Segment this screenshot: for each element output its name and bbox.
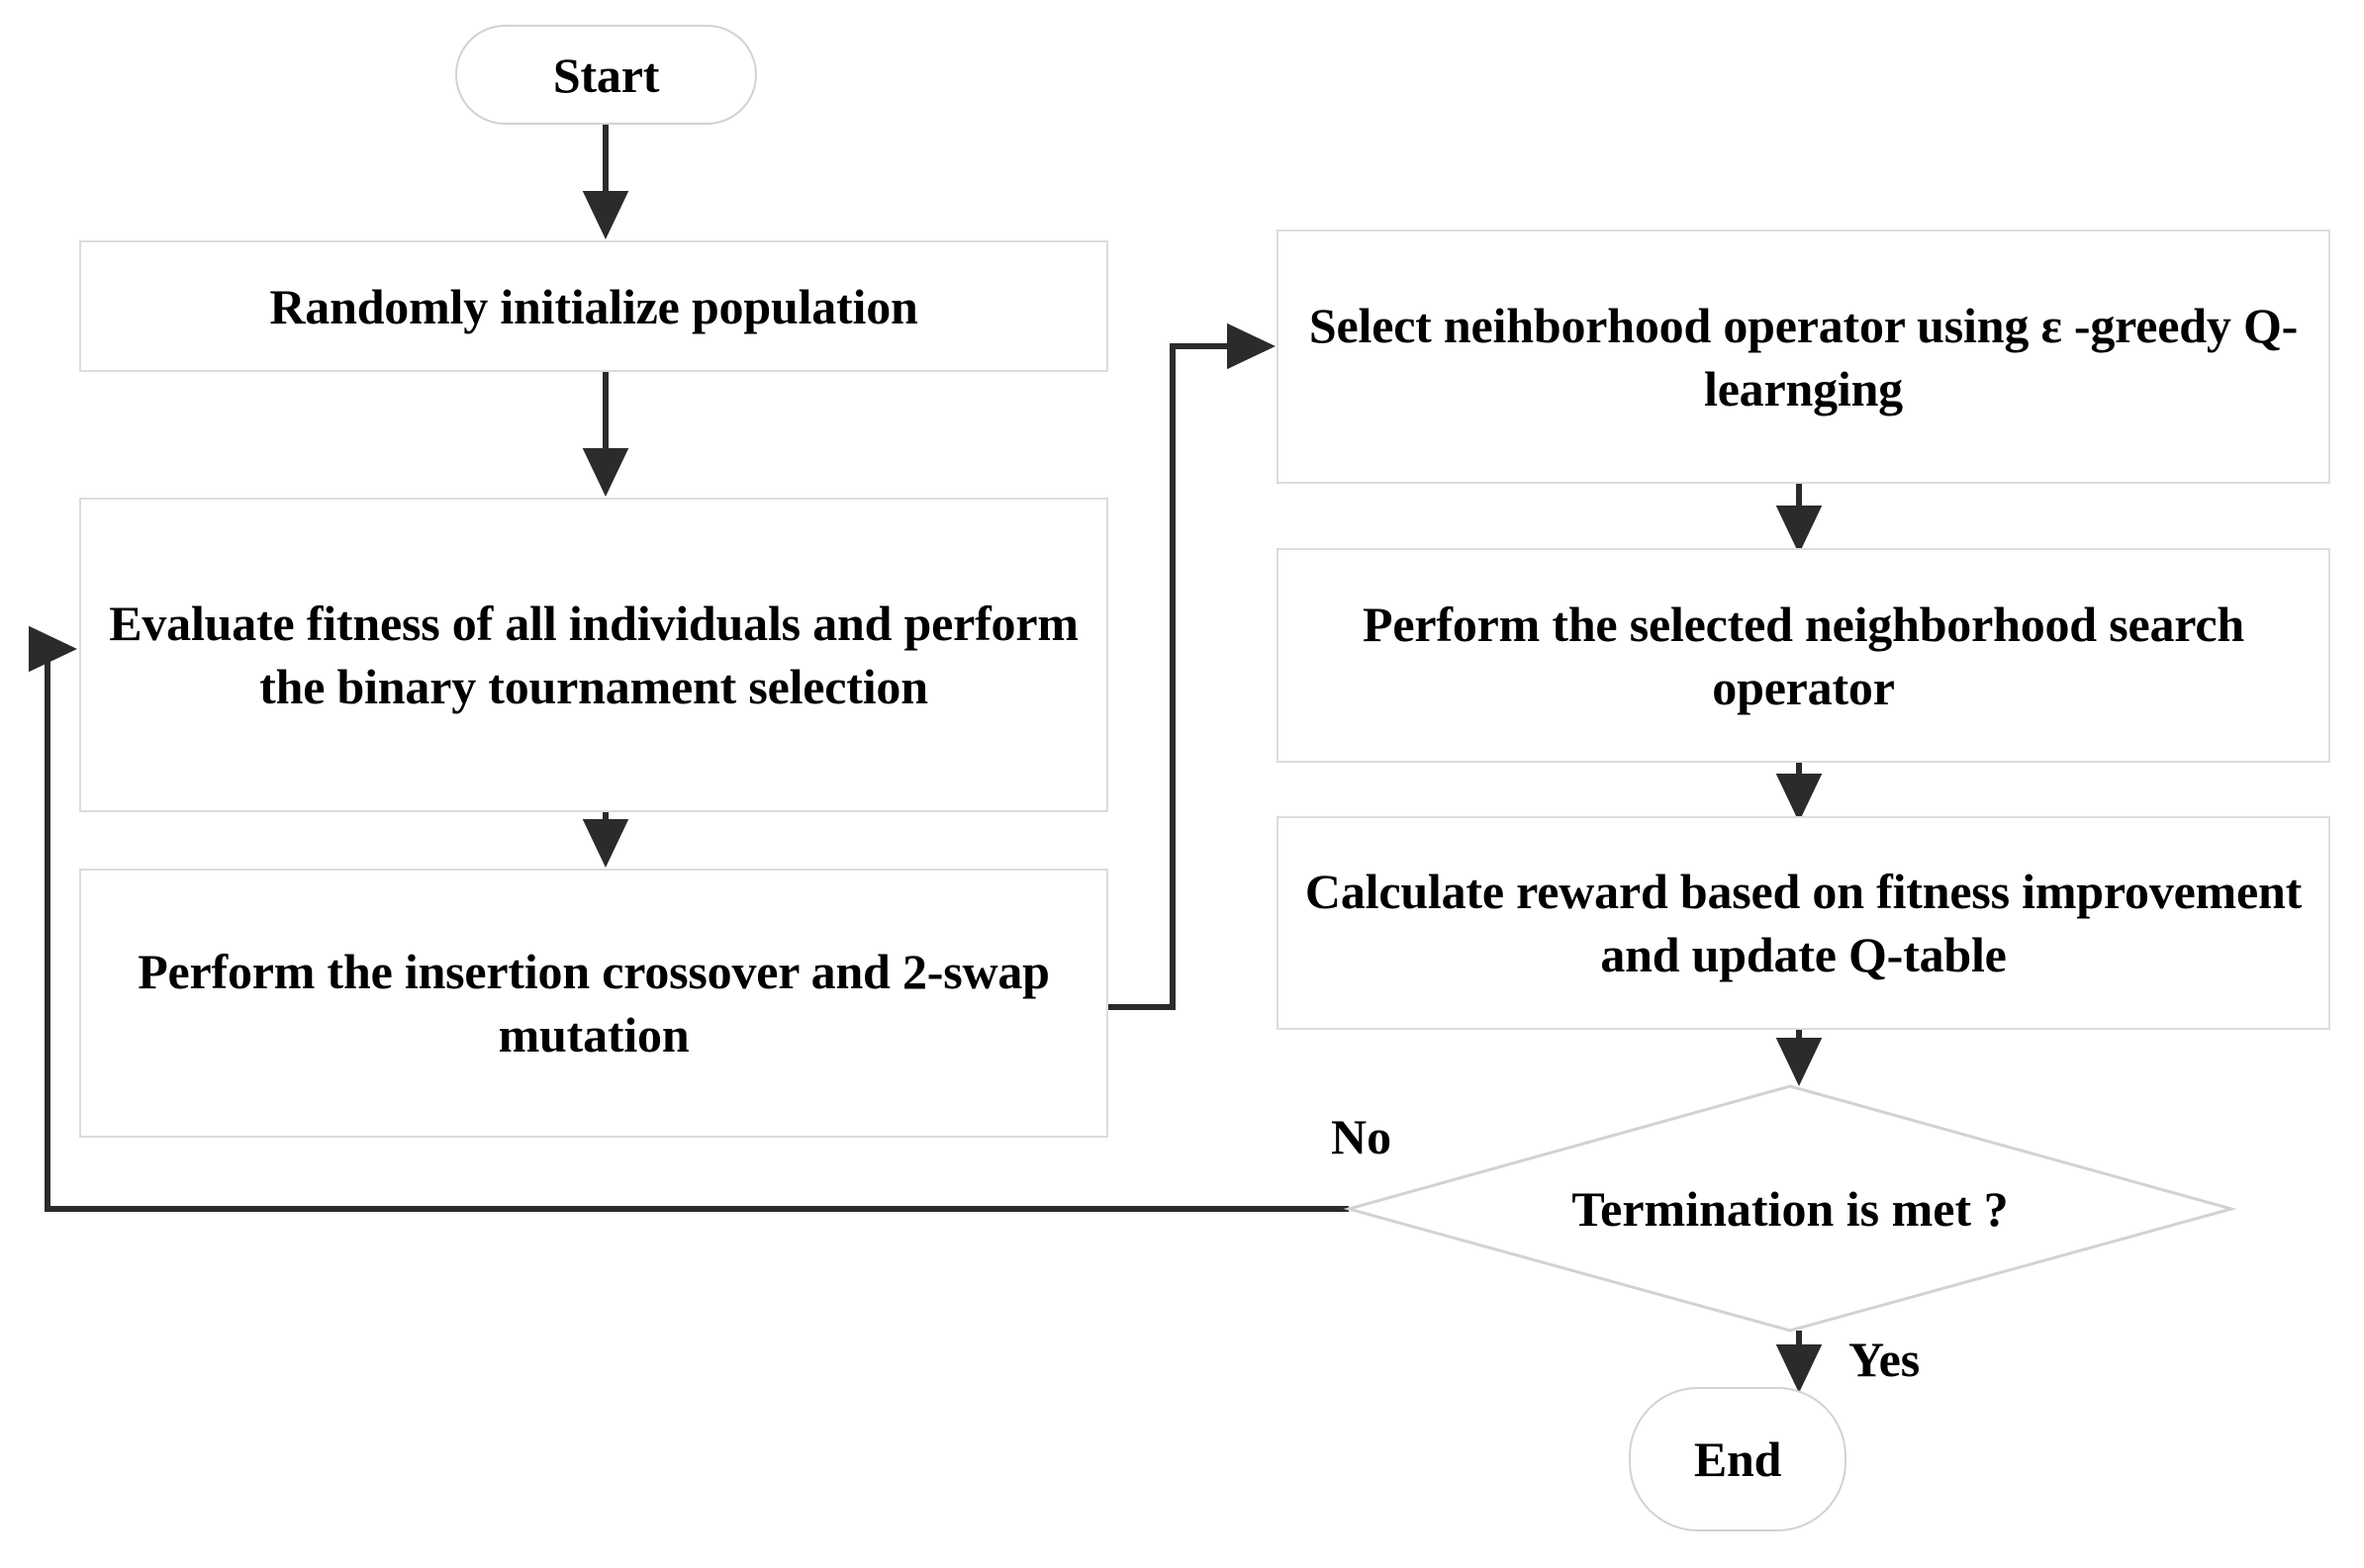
node-select-operator-label: Select neihborhood operator using ε -gre…: [1308, 297, 2299, 416]
node-evaluate-fitness-label: Evaluate fitness of all individuals and …: [109, 596, 1079, 714]
node-calculate-reward-label: Calculate reward based on fitness improv…: [1304, 864, 2303, 982]
node-start-label: Start: [552, 46, 660, 103]
node-end[interactable]: End: [1629, 1387, 1846, 1531]
node-init-population[interactable]: Randomly initialize population: [79, 240, 1108, 372]
node-init-population-label: Randomly initialize population: [269, 278, 918, 334]
edge-crossover-to-select-operator: [1108, 323, 1277, 1010]
node-crossover-mutation[interactable]: Perform the insertion crossover and 2-sw…: [79, 869, 1108, 1138]
edge-label-yes: Yes: [1848, 1332, 1921, 1387]
node-end-label: End: [1693, 1431, 1782, 1487]
node-calculate-reward[interactable]: Calculate reward based on fitness improv…: [1277, 816, 2330, 1030]
node-termination-label: Termination is met ?: [1571, 1180, 2009, 1237]
node-termination[interactable]: Termination is met ?: [1349, 1086, 2231, 1331]
edge-label-no: No: [1331, 1109, 1392, 1164]
node-select-operator[interactable]: Select neihborhood operator using ε -gre…: [1277, 230, 2330, 484]
node-crossover-mutation-label: Perform the insertion crossover and 2-sw…: [138, 944, 1050, 1062]
node-perform-search[interactable]: Perform the selected neighborhood search…: [1277, 548, 2330, 763]
node-evaluate-fitness[interactable]: Evaluate fitness of all individuals and …: [79, 498, 1108, 812]
node-start[interactable]: Start: [455, 25, 757, 125]
node-perform-search-label: Perform the selected neighborhood search…: [1363, 596, 2244, 715]
